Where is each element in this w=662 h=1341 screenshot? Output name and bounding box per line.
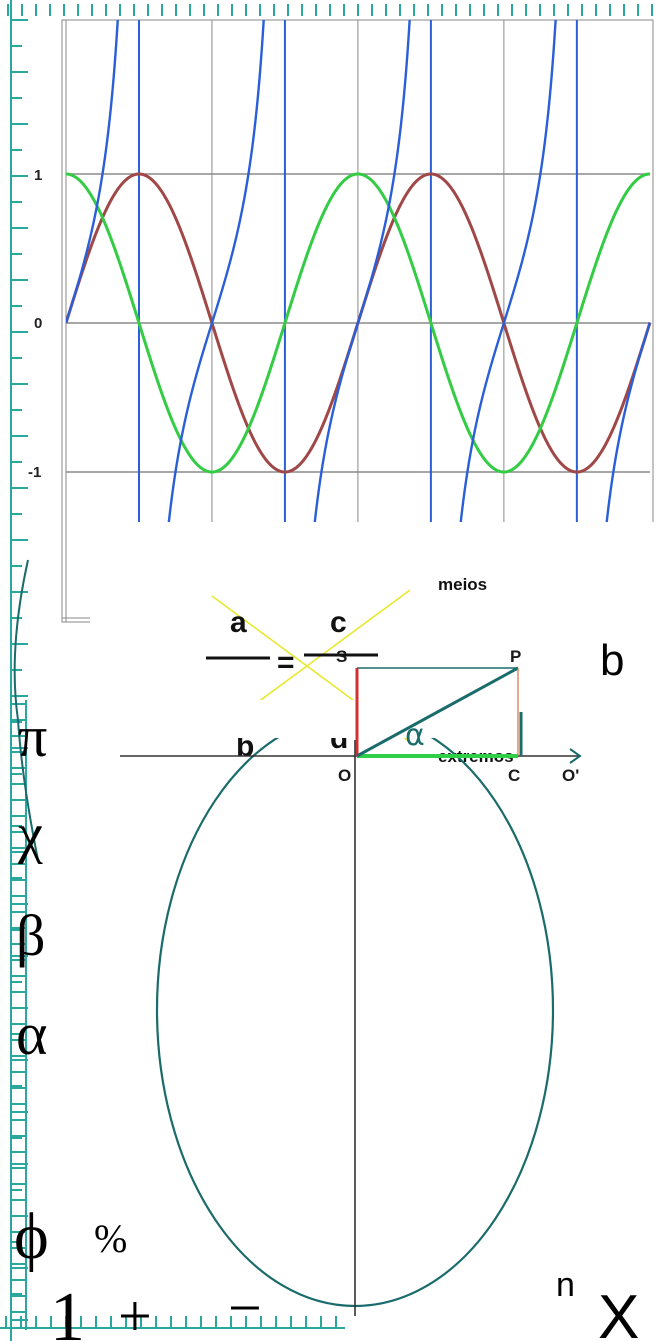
tangent-curve-branch [167, 20, 265, 522]
symbol-one: 1 [50, 1279, 85, 1341]
symbol-percent: % [94, 1216, 127, 1261]
denominator-b: b [236, 730, 254, 763]
means-label: meios [438, 575, 487, 594]
equals-sign: = [277, 646, 295, 679]
ruler-bottom [0, 1316, 345, 1329]
point-o: O [338, 766, 351, 785]
y-tick-label-0: 0 [34, 315, 42, 332]
unit-circle-diagram: S P O C O' α [120, 647, 582, 1316]
symbol-minus: − [228, 1275, 262, 1341]
graph-cutout [90, 522, 662, 732]
point-c: C [508, 766, 520, 785]
angle-alpha-label: α [405, 718, 425, 753]
symbol-chi: χ [17, 803, 43, 865]
ruler-top [7, 4, 653, 16]
symbol-phi: ϕ [14, 1200, 49, 1273]
x-axis-arrow [569, 748, 582, 764]
radius-op [356, 666, 519, 758]
tangent-asymptotes [137, 20, 578, 522]
letter-n: n [556, 1266, 575, 1304]
tangent-curve-branch [313, 20, 411, 522]
y-tick-label-neg1: -1 [28, 464, 41, 481]
symbol-column: π χ β α ϕ % 1 + − b n X [14, 636, 639, 1341]
y-tick-label-1: 1 [34, 167, 42, 184]
point-p: P [510, 647, 521, 666]
ladder-left [11, 700, 27, 1330]
cosine-curve [66, 172, 651, 474]
symbol-pi: π [18, 704, 47, 769]
letter-b: b [600, 636, 624, 685]
symbol-plus: + [118, 1283, 152, 1341]
graph-curves [66, 20, 652, 522]
tangent-curve-branch [66, 20, 119, 324]
point-o-prime: O' [562, 766, 579, 785]
point-s: S [336, 647, 347, 666]
letter-x: X [598, 1283, 639, 1341]
tangent-curve-branch [605, 322, 652, 522]
symbol-beta: β [16, 903, 46, 968]
circle-cutout [140, 700, 520, 738]
tangent-curve-branch [459, 20, 557, 522]
numerator-a: a [230, 606, 247, 639]
symbol-alpha: α [16, 1001, 47, 1067]
trig-graph: 1 0 -1 [28, 19, 662, 732]
arc-decoration [13, 559, 39, 861]
numerator-c: c [330, 606, 347, 639]
